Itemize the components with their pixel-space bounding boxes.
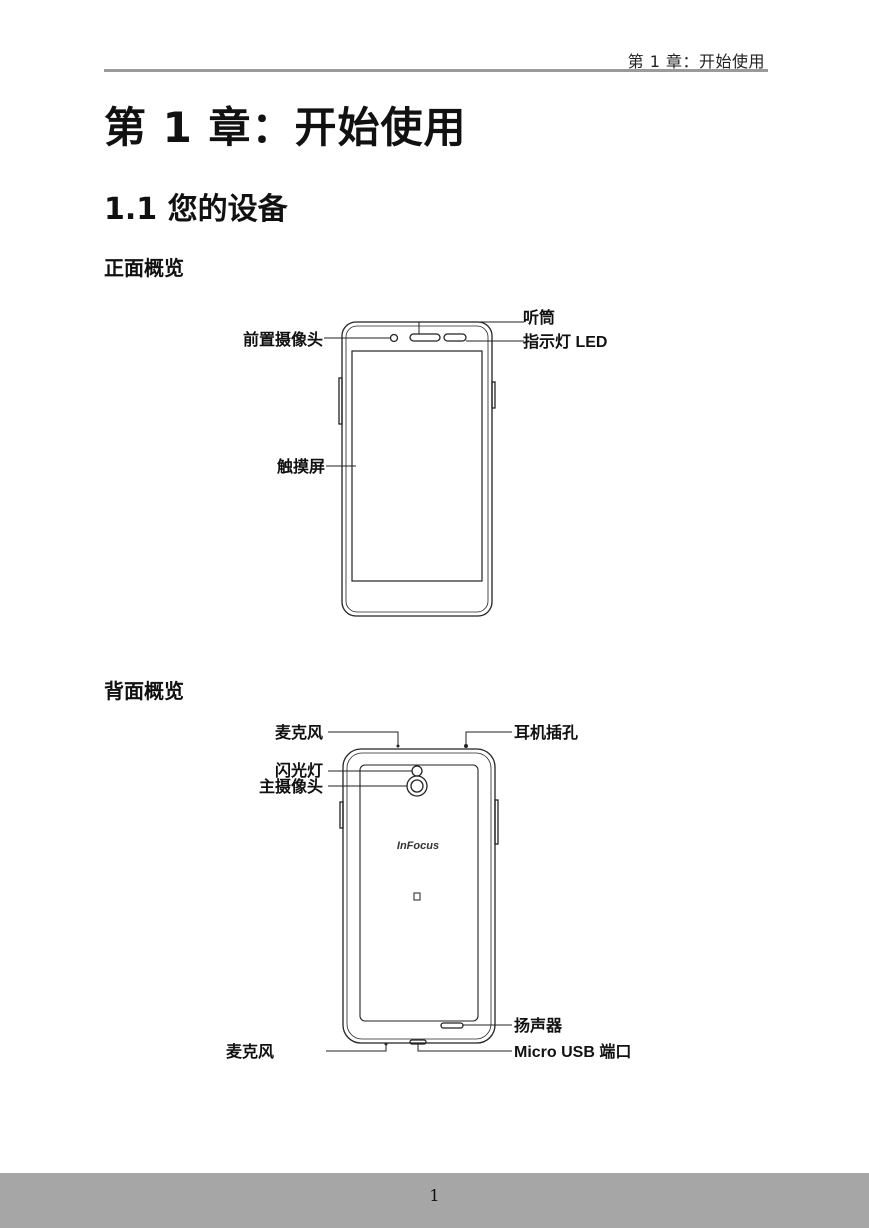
phone-back — [339, 748, 499, 1045]
volume-key-front — [338, 377, 343, 425]
usb-port — [409, 1039, 427, 1045]
main-camera-outer-ring — [406, 775, 428, 797]
back-cover-panel — [359, 764, 479, 1022]
headphone-jack-leader — [465, 731, 512, 744]
front-screen — [351, 350, 483, 582]
main-camera-label: 主摄像头 — [259, 777, 323, 796]
volume-key-back — [494, 799, 499, 845]
microphone-top-label: 麦克风 — [275, 723, 323, 742]
earpiece-label: 听筒 — [523, 308, 555, 327]
power-key-back — [339, 801, 344, 829]
bottom-mic-leader — [326, 1045, 387, 1052]
micro-usb-label: Micro USB 端口 — [514, 1042, 631, 1061]
nfc-icon — [413, 892, 421, 901]
top-mic-leader — [328, 731, 399, 746]
chapter-title: 第 1 章：开始使用 — [104, 103, 467, 152]
touchscreen-label: 触摸屏 — [276, 457, 325, 476]
front-camera-label: 前置摄像头 — [243, 330, 323, 349]
bottom-mic-hole — [384, 1042, 388, 1046]
speaker-label: 扬声器 — [514, 1016, 563, 1035]
phone-back-body — [342, 748, 496, 1044]
earpiece-leader — [418, 321, 524, 334]
running-header: 第 1 章：开始使用 — [627, 52, 765, 71]
flash-label: 闪光灯 — [275, 761, 323, 780]
front-camera-lens — [389, 333, 399, 343]
headphone-jack-label: 耳机插孔 — [514, 723, 578, 742]
footer-bar — [0, 1173, 869, 1228]
speaker-grille — [440, 1022, 464, 1029]
flash-lens — [411, 765, 423, 777]
back-view-title: 背面概览 — [104, 679, 184, 703]
section-title: 1.1 您的设备 — [104, 192, 288, 227]
led-slot — [443, 333, 467, 342]
front-view-title: 正面概览 — [104, 256, 184, 280]
phone-back-inner-edge — [346, 752, 492, 1040]
earpiece-slot — [409, 333, 441, 342]
phone-front-body — [341, 321, 493, 617]
phone-front — [338, 321, 496, 617]
headphone-jack-hole — [464, 744, 468, 748]
main-camera-lens — [410, 779, 424, 793]
usb-leader — [417, 1044, 512, 1052]
power-key-front — [491, 381, 496, 409]
page-number: 1 — [429, 1186, 440, 1205]
brand-logo: InFocus — [397, 840, 439, 852]
header-rule — [104, 69, 768, 72]
indicator-led-label: 指示灯 LED — [523, 332, 607, 351]
top-mic-hole — [396, 744, 400, 748]
microphone-bottom-label: 麦克风 — [226, 1042, 274, 1061]
phone-front-inner-edge — [345, 325, 489, 613]
